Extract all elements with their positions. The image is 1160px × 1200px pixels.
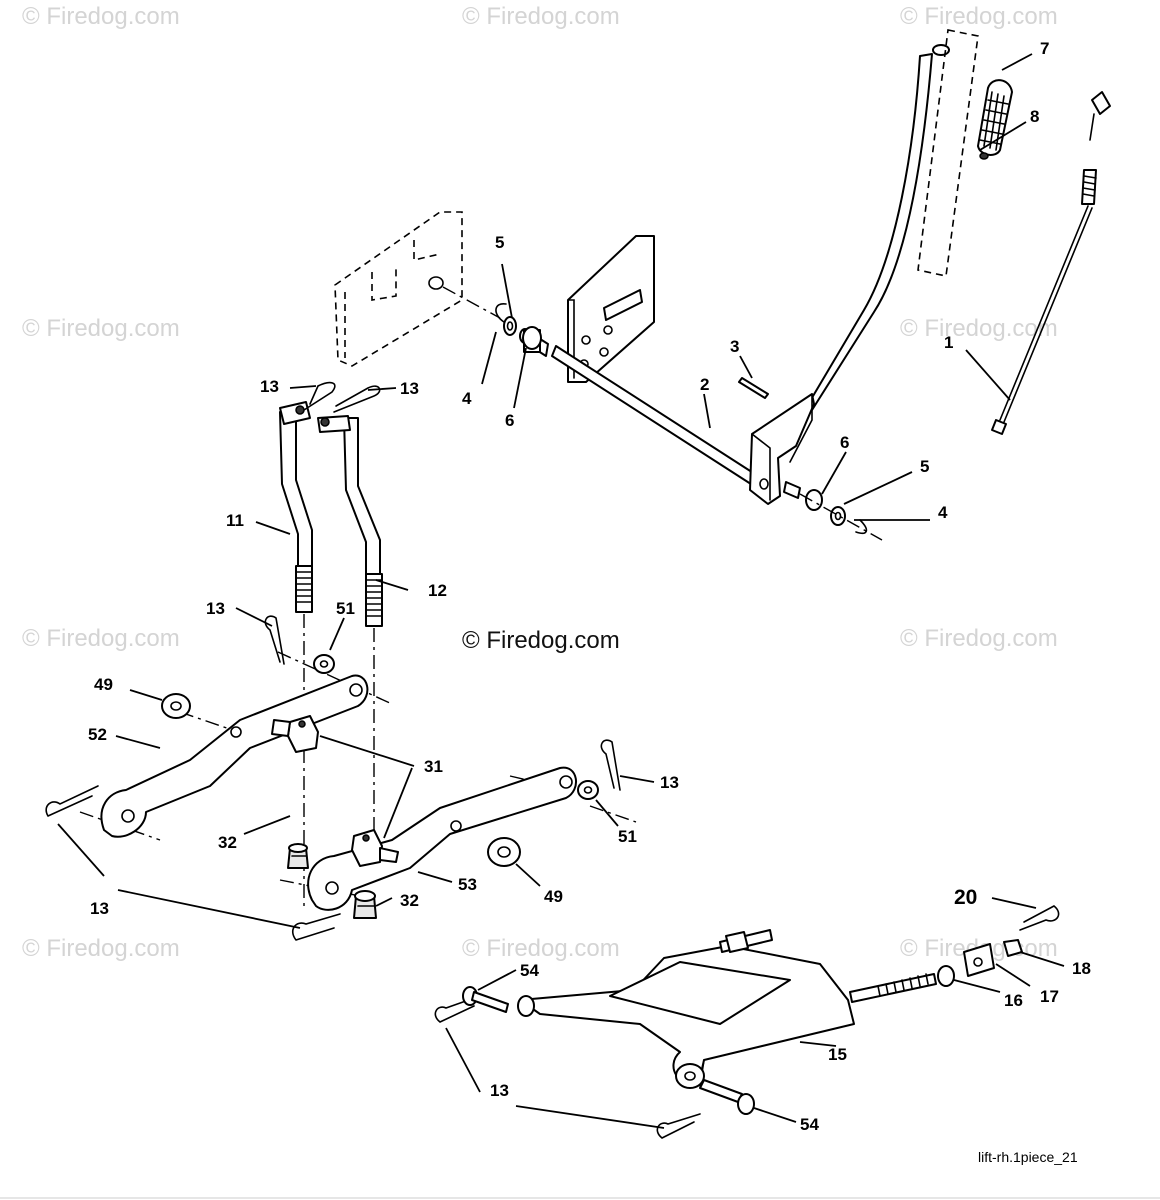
watermark: © Firedog.com [22,625,180,652]
callout-20: 20 [954,886,977,909]
nut [1003,939,1023,957]
callout-2: 2 [700,375,709,394]
lift-rod [991,91,1111,435]
callout-8: 8 [1030,107,1039,126]
callout-3: 3 [730,337,739,356]
washer-hole [583,786,593,794]
callout-11: 11 [226,511,244,530]
lift-link-left [279,401,313,613]
washer-hole [319,660,329,668]
callout-52: 52 [88,725,107,744]
grip-pin [979,152,989,160]
callout-7: 7 [1040,39,1049,58]
watermark-layer: © Firedog.com © Firedog.com © Firedog.co… [22,3,1058,962]
frame-bracket-outline [334,211,501,367]
lift-handle [749,44,950,505]
lift-arm-left [100,674,369,838]
left-shaft-hardware [495,303,542,353]
right-shaft-hardware [783,481,883,541]
callout-32: 32 [218,833,237,852]
callout-5: 5 [495,233,504,252]
callout-32: 32 [400,891,419,910]
lift-plate [567,235,655,383]
watermark: © Firedog.com [22,3,180,30]
callout-13: 13 [260,377,279,396]
callout-51: 51 [336,599,355,618]
callout-18: 18 [1072,959,1091,978]
callout-12: 12 [428,581,447,600]
callout-49: 49 [544,887,563,906]
callout-13: 13 [206,599,225,618]
drawing-code: lift-rh.1piece_21 [978,1149,1078,1165]
shoulder-bolt-top [462,986,509,1013]
hair-pin-top [303,381,381,413]
shoulder-bolt-bottom [699,1079,755,1115]
lock-nut-left [287,843,309,869]
front-hanger-bracket [517,929,937,1089]
callout-16: 16 [1004,991,1023,1010]
watermark: © Firedog.com [900,625,1058,652]
callout-51: 51 [618,827,637,846]
flange-bushing-left [161,693,191,719]
leader-lines [57,53,1065,1129]
callout-6: 6 [840,433,849,452]
callout-54: 54 [800,1115,819,1134]
lock-nut-right [353,890,377,919]
watermark: © Firedog.com [462,3,620,30]
callout-4: 4 [938,503,948,522]
hair-pins-lower [45,615,1060,1139]
callout-53: 53 [458,875,477,894]
roll-pin [738,377,769,399]
callout-13: 13 [660,773,679,792]
lift-shaft [519,328,759,487]
callout-labels: 1 2 3 4 4 5 5 6 6 7 8 11 12 13 13 13 13 … [88,39,1091,1134]
centerline [277,651,393,705]
lift-link-right [317,415,383,627]
flange-bushing-right [487,837,521,867]
callout-4: 4 [462,389,472,408]
center-credit: © Firedog.com [462,627,620,654]
callout-13: 13 [90,899,109,918]
callout-49: 49 [94,675,113,694]
centerline [589,805,637,823]
callout-17: 17 [1040,987,1059,1006]
lift-arm-right [307,766,577,911]
watermark: © Firedog.com [22,935,180,962]
callout-5: 5 [920,457,929,476]
callout-13: 13 [490,1081,509,1100]
watermark: © Firedog.com [900,315,1058,342]
swivel-right [351,829,399,867]
watermark: © Firedog.com [900,3,1058,30]
washer [937,965,955,987]
callout-15: 15 [828,1045,847,1064]
swivel-left [271,715,319,753]
watermark: © Firedog.com [22,315,180,342]
callout-1: 1 [944,333,953,352]
callout-13: 13 [400,379,419,398]
callout-31: 31 [424,757,443,776]
watermark: © Firedog.com [462,935,620,962]
callout-54: 54 [520,961,539,980]
callout-6: 6 [505,411,514,430]
handle-grip [977,79,1013,156]
